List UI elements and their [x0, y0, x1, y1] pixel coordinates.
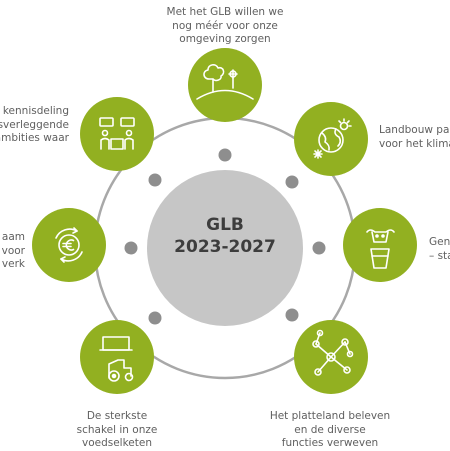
ring-dot [218, 148, 232, 162]
ring-dot [285, 308, 299, 322]
theme-node-chain [80, 320, 154, 394]
cow-bucket-icon [366, 229, 395, 269]
euro-cycle-icon [55, 227, 83, 263]
landscape-icon [196, 64, 254, 100]
center-title: GLB 2023-2027 [153, 214, 297, 258]
theme-node-landscape [188, 48, 262, 122]
ring-dot [148, 311, 162, 325]
network-icon [312, 329, 354, 376]
theme-node-food [343, 208, 417, 282]
theme-label-climate: Landbouw pa voor het klima [379, 124, 450, 150]
tractor-icon [99, 336, 134, 382]
ring-dot [285, 175, 299, 189]
theme-label-knowledge: n kennisdeling nsverleggende ambities wa… [0, 105, 69, 144]
theme-label-food: Gen – sta [429, 236, 450, 262]
ring-dots [124, 148, 326, 325]
theme-label-countryside: Het platteland beleven en de diverse fun… [269, 410, 391, 449]
globe-sun-snow-icon [313, 118, 352, 159]
center-title-line2: 2023-2027 [174, 237, 276, 257]
center-circle [147, 170, 303, 326]
theme-node-climate [294, 102, 368, 176]
people-chat-icon [99, 117, 135, 150]
ring-dot [312, 241, 326, 255]
theme-label-income: aam voor verk [1, 231, 25, 270]
theme-label-landscape: Met het GLB willen we nog méér voor onze… [166, 6, 284, 45]
ring-dot [124, 241, 138, 255]
ring-dot [148, 173, 162, 187]
theme-node-countryside [294, 320, 368, 394]
center-title-line1: GLB [206, 215, 244, 235]
theme-node-knowledge [80, 97, 154, 171]
theme-node-income [32, 208, 106, 282]
theme-label-chain: De sterkste schakel in onze voedselketen [76, 410, 158, 449]
